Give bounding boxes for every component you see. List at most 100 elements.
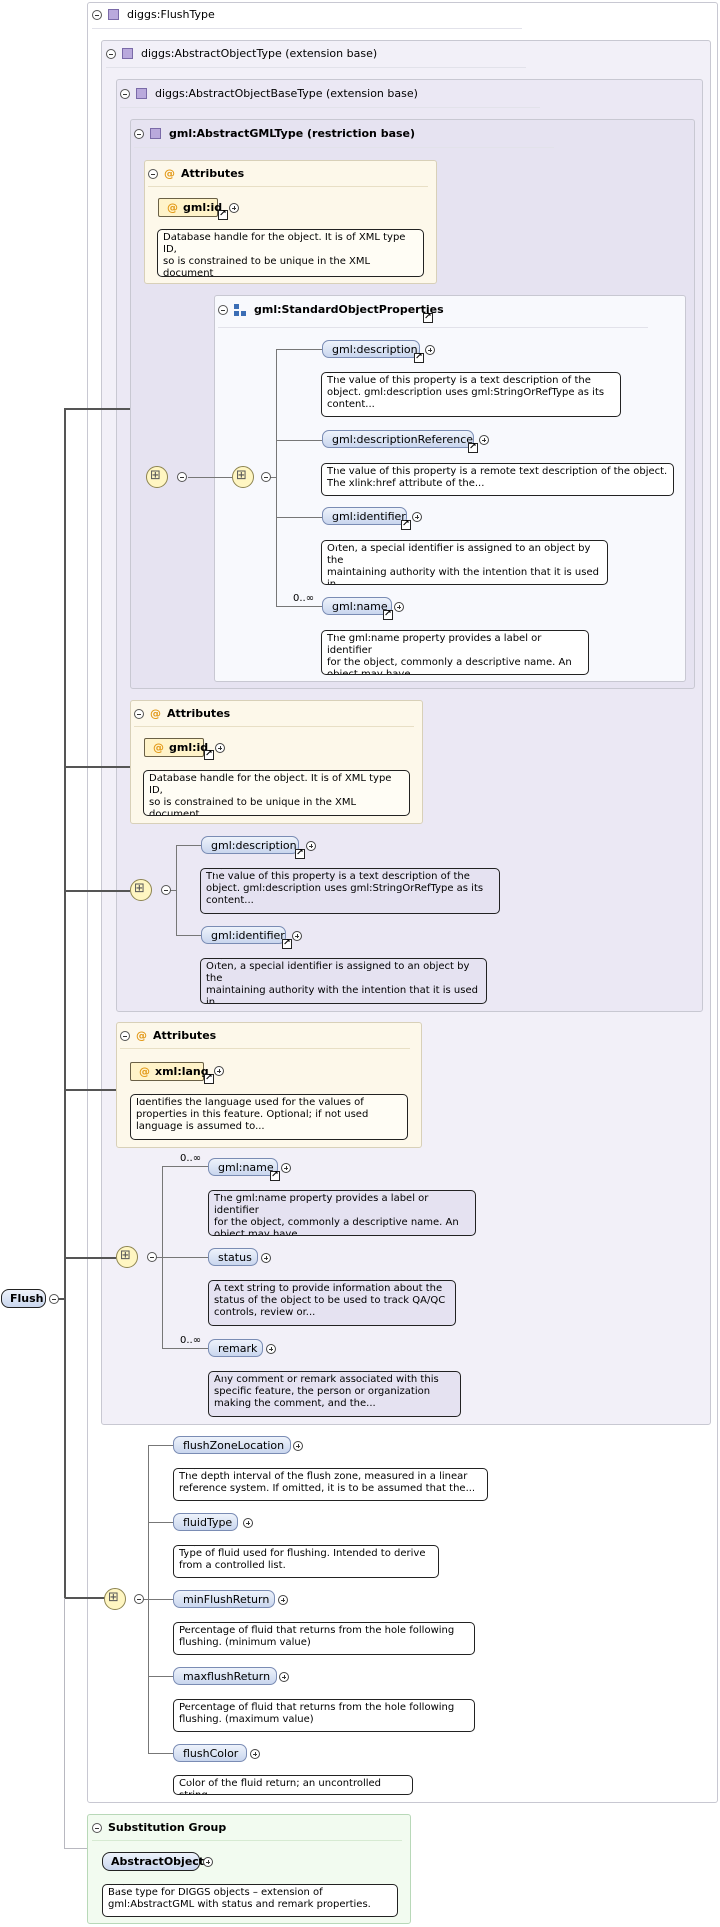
attribute-at-icon: @ [167,201,178,214]
element-gml-description[interactable]: gml:description [322,340,420,358]
sequence-compositor-icon[interactable] [116,1246,138,1268]
object-gml-name-occurrence: 0..∞ [180,1153,202,1164]
collapse-minus-icon[interactable] [147,1252,157,1262]
collapse-minus-icon[interactable] [106,48,116,59]
expand-plus-icon[interactable] [292,931,302,941]
collapse-minus-icon[interactable] [92,9,102,20]
expand-plus-icon[interactable] [266,1344,276,1354]
reference-arrow-icon[interactable] [270,1169,280,1181]
gml-attributes-header: @ Attributes [148,167,244,180]
reference-arrow-icon[interactable] [218,208,228,220]
element-base-gml-description[interactable]: gml:description [201,836,299,854]
gml-id-attribute[interactable]: @gml:id [158,198,222,217]
complex-type-icon [122,48,133,59]
reference-arrow-icon[interactable] [401,518,411,530]
reference-arrow-icon[interactable] [295,847,305,859]
sequence-compositor-icon[interactable] [104,1588,126,1610]
collapse-minus-icon[interactable] [134,128,144,139]
reference-arrow-icon[interactable] [383,608,393,620]
collapse-minus-icon[interactable] [218,304,228,315]
abstract-object-base-type-title: diggs:AbstractObjectBaseType (extension … [155,87,418,100]
reference-arrow-icon[interactable] [423,311,433,323]
sequence-compositor-icon[interactable] [146,466,168,488]
expand-plus-icon[interactable] [394,602,404,612]
element-min-flush-return[interactable]: minFlushReturn [173,1590,275,1608]
gml-id-doc: Database handle for the object. It is of… [157,229,424,277]
expand-plus-icon[interactable] [203,1857,213,1867]
element-gml-identifier[interactable]: gml:identifier [322,507,407,525]
expand-plus-icon[interactable] [243,1518,253,1528]
collapse-minus-icon[interactable] [261,472,271,482]
collapse-minus-icon[interactable] [120,1030,130,1041]
element-abstract-object[interactable]: AbstractObject [102,1852,204,1871]
reference-arrow-icon[interactable] [204,748,214,760]
expand-plus-icon[interactable] [250,1749,260,1759]
element-gml-name[interactable]: gml:name [322,597,392,615]
xml-lang-attribute[interactable]: @xml:lang [130,1062,209,1081]
expand-plus-icon[interactable] [479,435,489,445]
base-gml-identifier-doc: Often, a special identifier is assigned … [200,958,487,1004]
attributes-label: Attributes [167,707,231,720]
substitution-group-title: Substitution Group [108,1821,227,1834]
gml-description-reference-doc: The value of this property is a remote t… [321,463,674,496]
abstract-object-base-type-header: diggs:AbstractObjectBaseType (extension … [120,87,418,100]
reference-arrow-icon[interactable] [282,937,292,949]
min-flush-return-doc: Percentage of fluid that returns from th… [173,1622,475,1655]
flush-type-title: diggs:FlushType [127,8,215,21]
expand-plus-icon[interactable] [279,1672,289,1682]
flush-zone-location-doc: The depth interval of the flush zone, me… [173,1468,488,1501]
standard-object-properties-title: gml:StandardObjectProperties [254,303,444,316]
sequence-compositor-icon[interactable] [232,466,254,488]
complex-type-icon [136,88,147,99]
expand-plus-icon[interactable] [425,345,435,355]
collapse-minus-icon[interactable] [120,88,130,99]
expand-plus-icon[interactable] [278,1595,288,1605]
expand-plus-icon[interactable] [412,512,422,522]
element-object-gml-name[interactable]: gml:name [208,1158,278,1176]
element-flush-color[interactable]: flushColor [173,1744,247,1762]
expand-plus-icon[interactable] [261,1253,271,1263]
attributes-label: Attributes [153,1029,217,1042]
base-gml-description-doc: The value of this property is a text des… [200,868,500,914]
reference-arrow-icon[interactable] [414,351,424,363]
expand-plus-icon[interactable] [214,1066,224,1076]
gml-name-doc: The gml:name property provides a label o… [321,630,589,675]
attribute-at-icon: @ [153,741,164,754]
expand-plus-icon[interactable] [306,841,316,851]
reference-arrow-icon[interactable] [204,1072,214,1084]
remark-occurrence: 0..∞ [180,1335,202,1346]
collapse-minus-icon[interactable] [161,885,171,895]
collapse-minus-icon[interactable] [92,1822,102,1833]
collapse-minus-icon[interactable] [177,472,187,482]
collapse-minus-icon[interactable] [49,1294,59,1304]
collapse-minus-icon[interactable] [134,708,144,719]
reference-arrow-icon[interactable] [468,441,478,453]
element-remark[interactable]: remark [208,1339,263,1357]
root-element-flush[interactable]: Flush [1,1289,46,1308]
element-max-flush-return[interactable]: maxflushReturn [173,1667,277,1685]
collapse-minus-icon[interactable] [148,168,158,179]
status-doc: A text string to provide information abo… [208,1280,456,1326]
element-status[interactable]: status [208,1248,258,1266]
element-base-gml-identifier[interactable]: gml:identifier [201,926,286,944]
gml-description-doc: The value of this property is a text des… [321,372,621,417]
expand-plus-icon[interactable] [229,203,239,213]
element-flush-zone-location[interactable]: flushZoneLocation [173,1436,291,1454]
element-fluid-type[interactable]: fluidType [173,1513,238,1531]
abstract-object-doc: Base type for DIGGS objects – extension … [102,1884,398,1917]
abstract-gml-type-title: gml:AbstractGMLType (restriction base) [169,127,416,140]
sequence-compositor-icon[interactable] [130,879,152,901]
expand-plus-icon[interactable] [215,743,225,753]
gml-identifier-doc: Often, a special identifier is assigned … [321,540,608,585]
model-group-icon [234,303,246,316]
expand-plus-icon[interactable] [293,1441,303,1451]
base-gml-id-attribute[interactable]: @gml:id [144,738,208,757]
complex-type-icon [150,128,161,139]
collapse-minus-icon[interactable] [134,1594,144,1604]
object-gml-name-doc: The gml:name property provides a label o… [208,1190,476,1236]
expand-plus-icon[interactable] [281,1163,291,1173]
gml-name-occurrence: 0..∞ [293,593,315,604]
fluid-type-doc: Type of fluid used for flushing. Intende… [173,1545,439,1578]
abstract-gml-type-header: gml:AbstractGMLType (restriction base) [134,127,415,140]
element-gml-description-reference[interactable]: gml:descriptionReference [322,430,474,448]
